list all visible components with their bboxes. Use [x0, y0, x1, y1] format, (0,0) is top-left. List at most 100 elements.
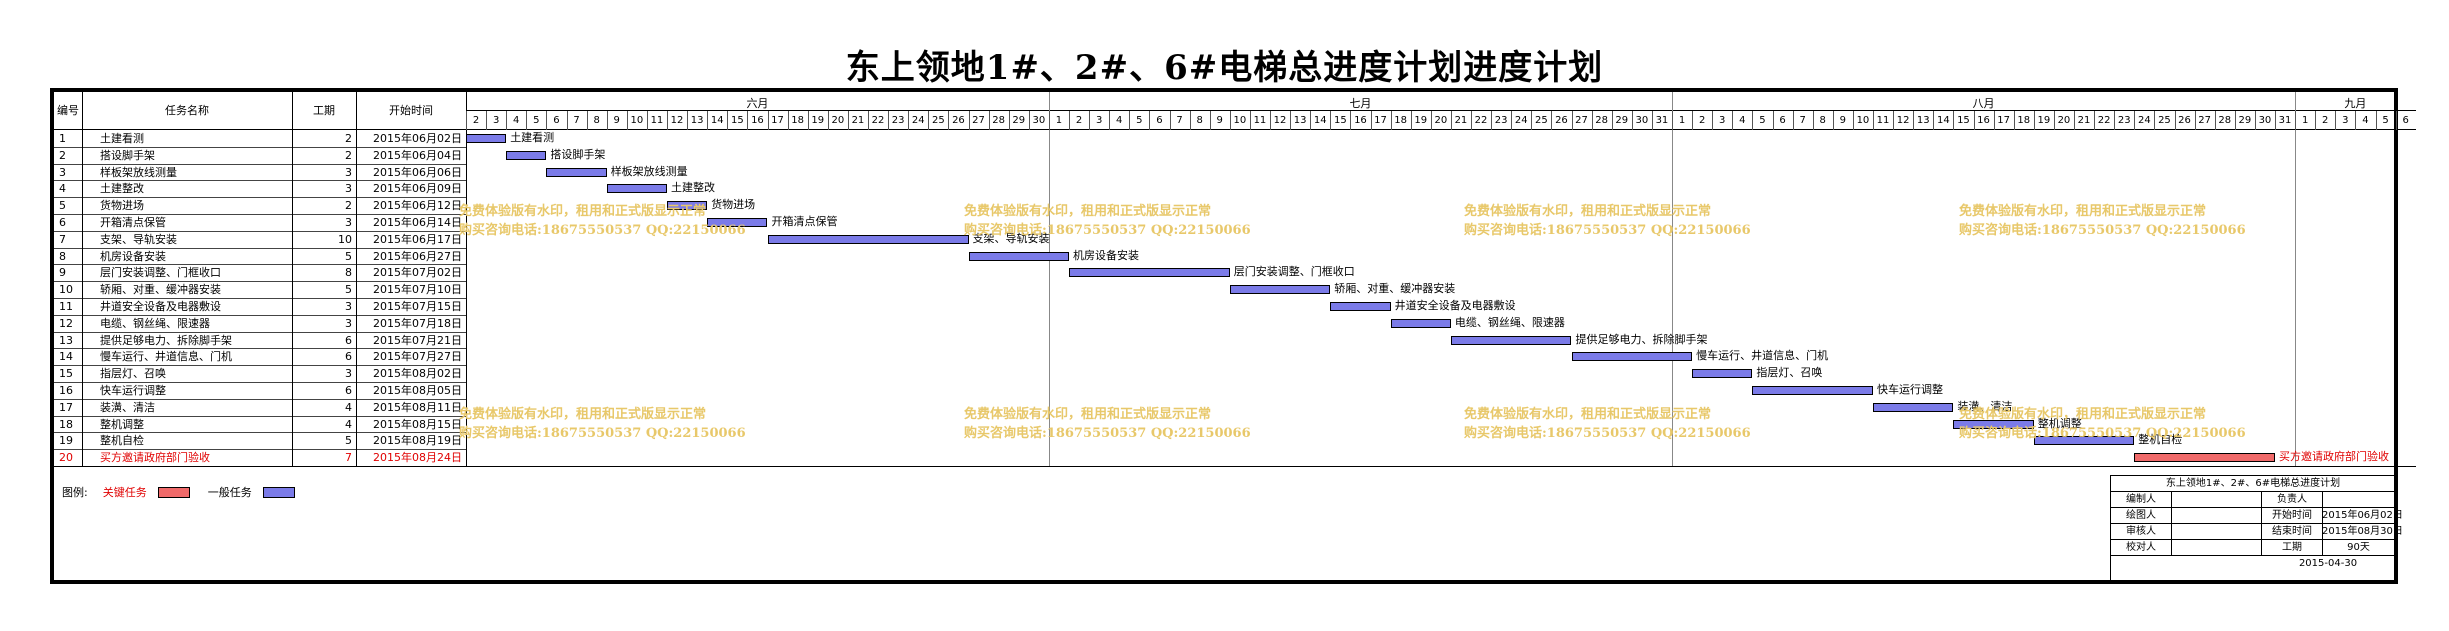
watermark-line-1: 免费体验版有水印，租用和正式版显示正常 — [964, 204, 1212, 219]
month-divider — [1048, 92, 1050, 466]
legend-normal-label: 一般任务 — [207, 486, 252, 499]
day-tick — [2074, 111, 2075, 130]
task-name: 整机自检 — [100, 434, 144, 448]
day-tick — [1129, 111, 1131, 130]
day-label: 16 — [1354, 115, 1367, 126]
task-name: 开箱清点保管 — [100, 216, 166, 229]
task-bar — [466, 134, 507, 143]
day-tick — [948, 111, 950, 130]
day-tick — [687, 111, 689, 130]
day-tick — [2234, 111, 2236, 130]
day-tick — [1873, 111, 1874, 130]
task-bar-label: 开箱清点保管 — [771, 215, 838, 228]
task-start: 2015年07月10日 — [373, 283, 462, 297]
day-tick — [1330, 111, 1332, 130]
legend-critical-label: 关键任务 — [102, 486, 147, 499]
day-tick — [707, 111, 709, 130]
task-name: 慢车运行、井道信息、门机 — [100, 350, 232, 364]
compiler-label: 编制人 — [2111, 492, 2172, 508]
task-name: 层门安装调整、门框收口 — [100, 266, 221, 280]
task-bar-label: 货物进场 — [711, 198, 756, 212]
day-label: 7 — [1799, 115, 1806, 126]
legend-normal-swatch — [263, 486, 296, 498]
day-tick — [868, 111, 869, 130]
day-label: 18 — [1394, 115, 1407, 126]
day-tick — [1953, 111, 1955, 130]
column-line — [82, 92, 83, 466]
watermark-line-2: 购买咨询电话:18675550537 QQ:22150066 — [1464, 223, 1751, 238]
day-tick — [1169, 111, 1171, 130]
title-block-date: 2015-04-30 — [2298, 558, 2358, 569]
day-label: 27 — [972, 115, 985, 126]
day-tick — [888, 111, 890, 130]
day-label: 29 — [1615, 115, 1629, 126]
day-label: 30 — [2258, 115, 2272, 126]
watermark-line-1: 免费体验版有水印，租用和正式版显示正常 — [459, 204, 707, 219]
legend-critical-swatch — [158, 486, 191, 498]
task-start: 2015年06月02日 — [373, 132, 462, 145]
day-label: 1 — [1055, 115, 1063, 126]
day-tick — [1913, 111, 1915, 130]
day-label: 31 — [1655, 115, 1669, 126]
day-tick — [988, 111, 990, 130]
day-label: 28 — [2218, 115, 2232, 126]
day-tick — [1008, 111, 1010, 130]
header-no: 编号 — [57, 104, 79, 117]
day-tick — [1109, 111, 1111, 130]
task-name: 整机调整 — [100, 417, 144, 431]
month-label: 六月 — [746, 97, 769, 110]
day-label: 19 — [811, 115, 825, 126]
task-bar — [1390, 318, 1451, 328]
day-label: 2 — [1075, 115, 1083, 126]
task-no: 3 — [59, 165, 66, 179]
day-label: 13 — [1293, 115, 1307, 126]
day-label: 6 — [1779, 115, 1786, 126]
day-label: 18 — [2017, 115, 2031, 126]
start-value: 2015年06月02日 — [2322, 510, 2403, 521]
task-no: 10 — [59, 283, 73, 297]
day-tick — [1491, 111, 1493, 130]
task-no: 1 — [59, 132, 66, 145]
day-tick — [1249, 111, 1251, 130]
day-label: 17 — [1997, 115, 2010, 126]
day-label: 30 — [1032, 115, 1046, 126]
task-duration: 5 — [345, 249, 352, 263]
day-tick — [1048, 111, 1050, 130]
task-duration: 3 — [345, 165, 352, 179]
day-tick — [2355, 111, 2357, 130]
day-label: 21 — [1454, 115, 1468, 126]
task-no: 15 — [59, 367, 73, 381]
task-bar — [707, 218, 768, 227]
day-tick — [807, 111, 809, 130]
end-value: 2015年08月30日 — [2322, 526, 2403, 537]
task-bar — [506, 150, 547, 160]
task-bar-label: 机房设备安装 — [1073, 248, 1139, 262]
day-label: 28 — [992, 115, 1005, 126]
task-name: 井道安全设备及电器敷设 — [100, 300, 221, 313]
day-tick — [1672, 111, 1673, 130]
watermark-line-1: 免费体验版有水印，租用和正式版显示正常 — [1959, 407, 2207, 422]
watermark: 免费体验版有水印，租用和正式版显示正常购买咨询电话:18675550537 QQ… — [459, 405, 746, 443]
owner-label: 负责人 — [2261, 492, 2323, 508]
day-tick — [486, 111, 488, 130]
month-divider — [2295, 92, 2297, 466]
day-tick — [566, 111, 568, 130]
table-bottom-line — [54, 466, 2416, 467]
watermark: 免费体验版有水印，租用和正式版显示正常购买咨询电话:18675550537 QQ… — [964, 405, 1251, 443]
day-tick — [1772, 111, 1774, 130]
task-duration: 4 — [345, 400, 352, 414]
day-tick — [1611, 111, 1613, 130]
day-label: 17 — [1374, 115, 1387, 126]
day-tick — [1933, 111, 1935, 130]
day-tick — [727, 111, 729, 130]
day-tick — [2395, 111, 2397, 130]
day-label: 29 — [2238, 115, 2252, 126]
day-tick — [1993, 111, 1995, 130]
day-tick — [1732, 111, 1734, 130]
watermark-line-1: 免费体验版有水印，租用和正式版显示正常 — [1959, 204, 2207, 219]
day-label: 7 — [573, 115, 580, 126]
task-bar-label: 指层灯、召唤 — [1756, 366, 1823, 380]
day-label: 15 — [730, 115, 744, 126]
title-block-project: 东上领地1#、2#、6#电梯总进度计划 — [2165, 478, 2341, 489]
